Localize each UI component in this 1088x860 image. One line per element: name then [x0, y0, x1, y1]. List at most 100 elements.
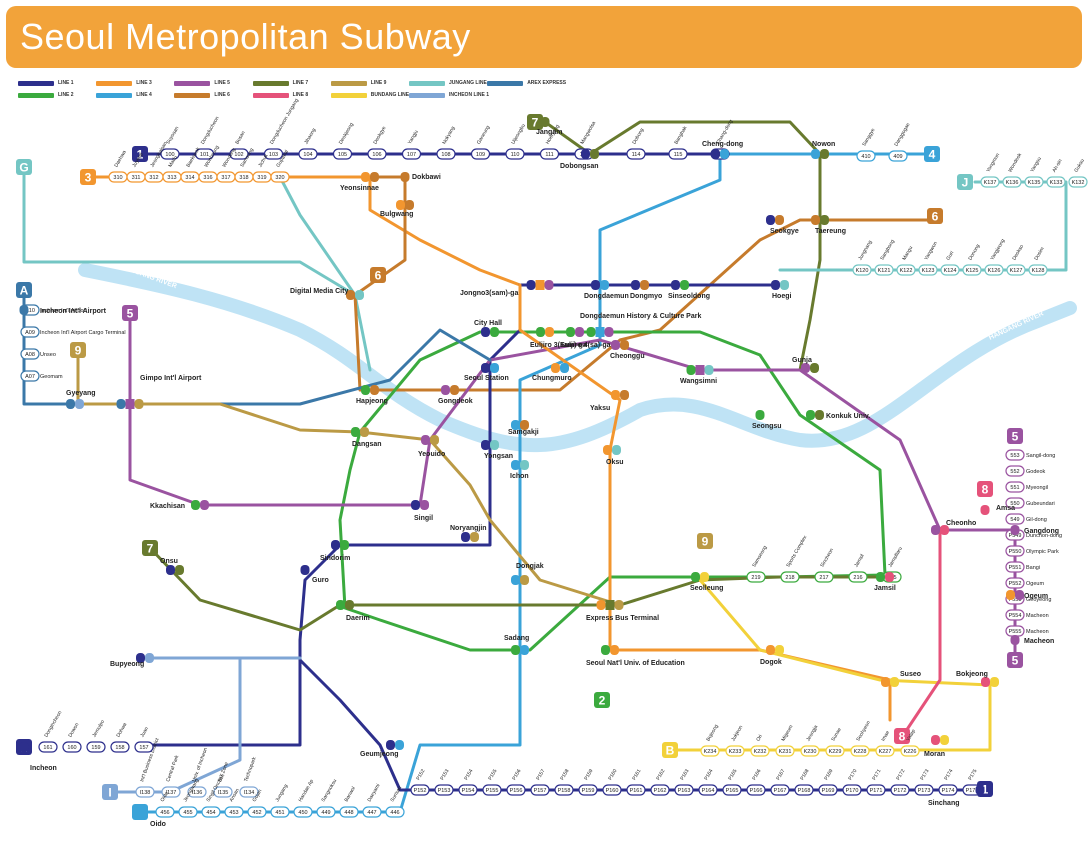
station-marker [270, 171, 290, 183]
station-number: K125 [966, 268, 979, 274]
transfer-station [590, 149, 599, 159]
station-name: Sincheon [819, 547, 835, 568]
station-number: 317 [221, 175, 230, 181]
station-marker [1005, 449, 1025, 461]
transfer-station [890, 677, 899, 687]
station-marker [201, 806, 221, 818]
line-badge [102, 784, 118, 800]
station-number: 320 [275, 175, 284, 181]
major-station-label: Gongdeok [438, 398, 473, 405]
station-marker [110, 741, 130, 753]
gyeongui-line [22, 165, 357, 297]
station-name: Yangju [407, 129, 420, 145]
station-number: P152 [414, 788, 427, 794]
jungang-line [778, 180, 1068, 272]
major-station-label: Seoul Nat'l Univ. of Education [586, 660, 685, 667]
station-marker [794, 784, 814, 796]
legend-item: BUNDANG LINE [330, 92, 409, 98]
line-badge [16, 282, 32, 298]
station-number: 318 [239, 175, 248, 181]
station-number: A08 [25, 352, 35, 358]
station-name: Bangi [1026, 565, 1040, 571]
major-station-label: Cheonggu [610, 353, 645, 360]
legend-item: LINE 6 [174, 92, 230, 98]
line-badge [697, 533, 713, 549]
station-marker [1046, 176, 1066, 188]
line-badge [927, 208, 943, 224]
line-badge [1007, 428, 1023, 444]
legend-item: LINE 1 [18, 80, 74, 86]
line-badge-label: 5 [127, 307, 134, 321]
transfer-station [1015, 590, 1024, 600]
station-number: 157 [139, 745, 148, 751]
station-name: Madu [167, 154, 179, 168]
legend-swatch [96, 92, 133, 98]
station-marker [746, 571, 766, 583]
major-station-label: Euljiro 4(sa)-ga [560, 342, 611, 349]
line-badge-label: 8 [982, 483, 989, 497]
station-number: P171 [870, 788, 883, 794]
legend-label: AREX EXPRESS [527, 80, 567, 86]
major-station-label: Kkachisan [150, 503, 185, 510]
station-number: 103 [269, 152, 278, 158]
station-name: P154 [463, 768, 474, 781]
transfer-station [700, 572, 709, 582]
major-station-label: Dongmyo [630, 293, 662, 300]
station-marker [339, 806, 359, 818]
transfer-station [411, 500, 420, 510]
transfer-station [336, 600, 345, 610]
station-number: I138 [140, 790, 151, 796]
station-name: Yangsu [1029, 156, 1043, 174]
line-badge-label: 7 [532, 116, 539, 130]
transfer-station [19, 305, 29, 315]
station-name: P155 [487, 768, 498, 781]
line-badge [16, 159, 32, 175]
station-name: Dowon [67, 722, 80, 739]
station-number: 217 [819, 575, 828, 581]
station-name: Jamsillaru [887, 546, 904, 569]
line-badge-label: 5 [1012, 430, 1019, 444]
station-name: Dunchon-dong [1026, 533, 1062, 539]
transfer-station [881, 677, 890, 687]
station-marker [1005, 481, 1025, 493]
station-marker [505, 148, 525, 160]
station-name: Seohyeon [855, 720, 872, 743]
station-marker [458, 784, 478, 796]
legend-swatch [487, 80, 524, 86]
station-marker [900, 745, 920, 757]
station-marker [298, 148, 318, 160]
station-name: Daeyami [367, 783, 382, 803]
transfer-station [1006, 590, 1015, 600]
station-marker [980, 176, 1000, 188]
station-marker [293, 806, 313, 818]
station-name: Banwol [344, 786, 357, 803]
station-marker [367, 148, 387, 160]
station-number: K232 [754, 749, 767, 755]
station-marker [20, 326, 40, 338]
transfer-station [135, 807, 145, 817]
station-marker [270, 806, 290, 818]
transfer-station [545, 327, 554, 337]
transfer-station [801, 363, 810, 373]
station-number: A09 [25, 330, 35, 336]
transfer-station [355, 290, 364, 300]
station-number: P554 [1009, 613, 1022, 619]
transfer-station [603, 445, 612, 455]
station-name: Jungnang [857, 239, 873, 261]
line-badge-label: J [962, 176, 969, 190]
station-name: Ori [755, 734, 764, 743]
station-name: P162 [655, 768, 666, 781]
station-number: 104 [303, 152, 312, 158]
station-name: Jukjeon [730, 724, 744, 742]
legend-swatch [330, 80, 367, 86]
transfer-station [490, 327, 499, 337]
line-8 [898, 528, 942, 742]
transfer-station [191, 500, 200, 510]
legend-label: LINE 4 [136, 92, 152, 98]
major-station-label: Jongno3(sam)-ga [460, 290, 518, 297]
major-station-label: Daerim [346, 615, 370, 622]
major-station-label: City Hall [474, 320, 502, 327]
station-number: 109 [476, 152, 485, 158]
station-number: 115 [674, 152, 683, 158]
legend-item: AREX EXPRESS [487, 80, 566, 86]
